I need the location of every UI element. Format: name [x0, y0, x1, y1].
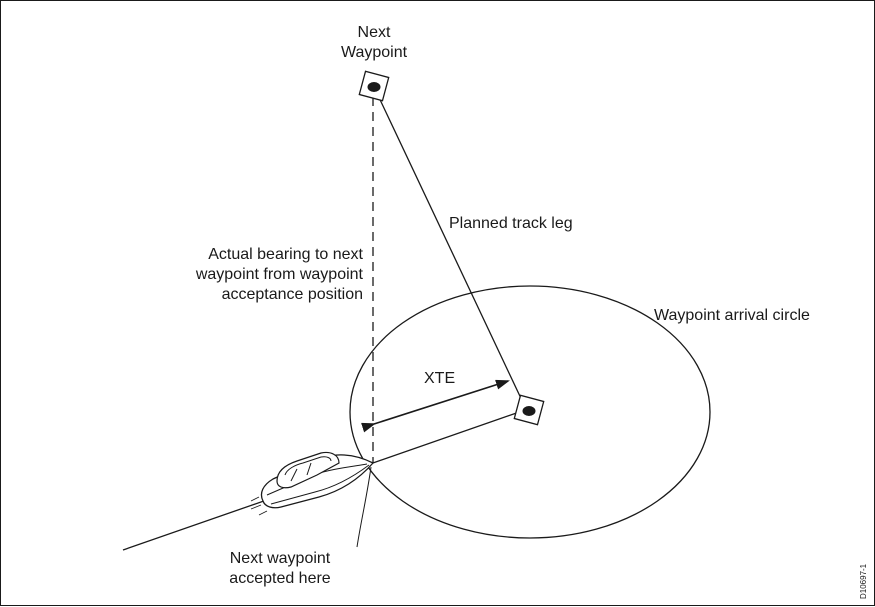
actual-bearing-line2: waypoint from waypoint	[195, 266, 363, 283]
accepted-here-line2: accepted here	[229, 570, 331, 587]
waypoint-arrival-circle	[349, 285, 711, 539]
accepted-here-line1: Next waypoint	[229, 550, 331, 567]
arrival-circle-text: Waypoint arrival circle	[654, 307, 810, 324]
actual-bearing-line1: Actual bearing to next	[208, 246, 363, 263]
xte-text: XTE	[424, 370, 456, 387]
next-waypoint-label-line2: Waypoint	[340, 44, 408, 61]
planned-track-leg-label: Planned track leg	[449, 214, 573, 234]
next-waypoint-label: Next Waypoint	[331, 23, 417, 63]
next-waypoint-label-line1: Next	[357, 24, 391, 41]
planned-track-leg-text: Planned track leg	[449, 215, 573, 232]
xte-label: XTE	[424, 369, 455, 389]
accepted-here-leader	[356, 466, 372, 548]
arrival-circle-label: Waypoint arrival circle	[654, 306, 810, 326]
next-waypoint-icon	[358, 70, 390, 102]
figure-code: D10697-1	[859, 563, 868, 599]
planned-track-leg-line	[374, 88, 527, 410]
current-waypoint-icon	[513, 394, 545, 426]
boat-icon	[250, 451, 375, 516]
actual-bearing-line3: acceptance position	[221, 286, 363, 303]
accepted-here-label: Next waypoint accepted here	[197, 549, 363, 589]
xte-arrow	[361, 379, 510, 433]
actual-bearing-label: Actual bearing to next waypoint from way…	[141, 245, 363, 305]
